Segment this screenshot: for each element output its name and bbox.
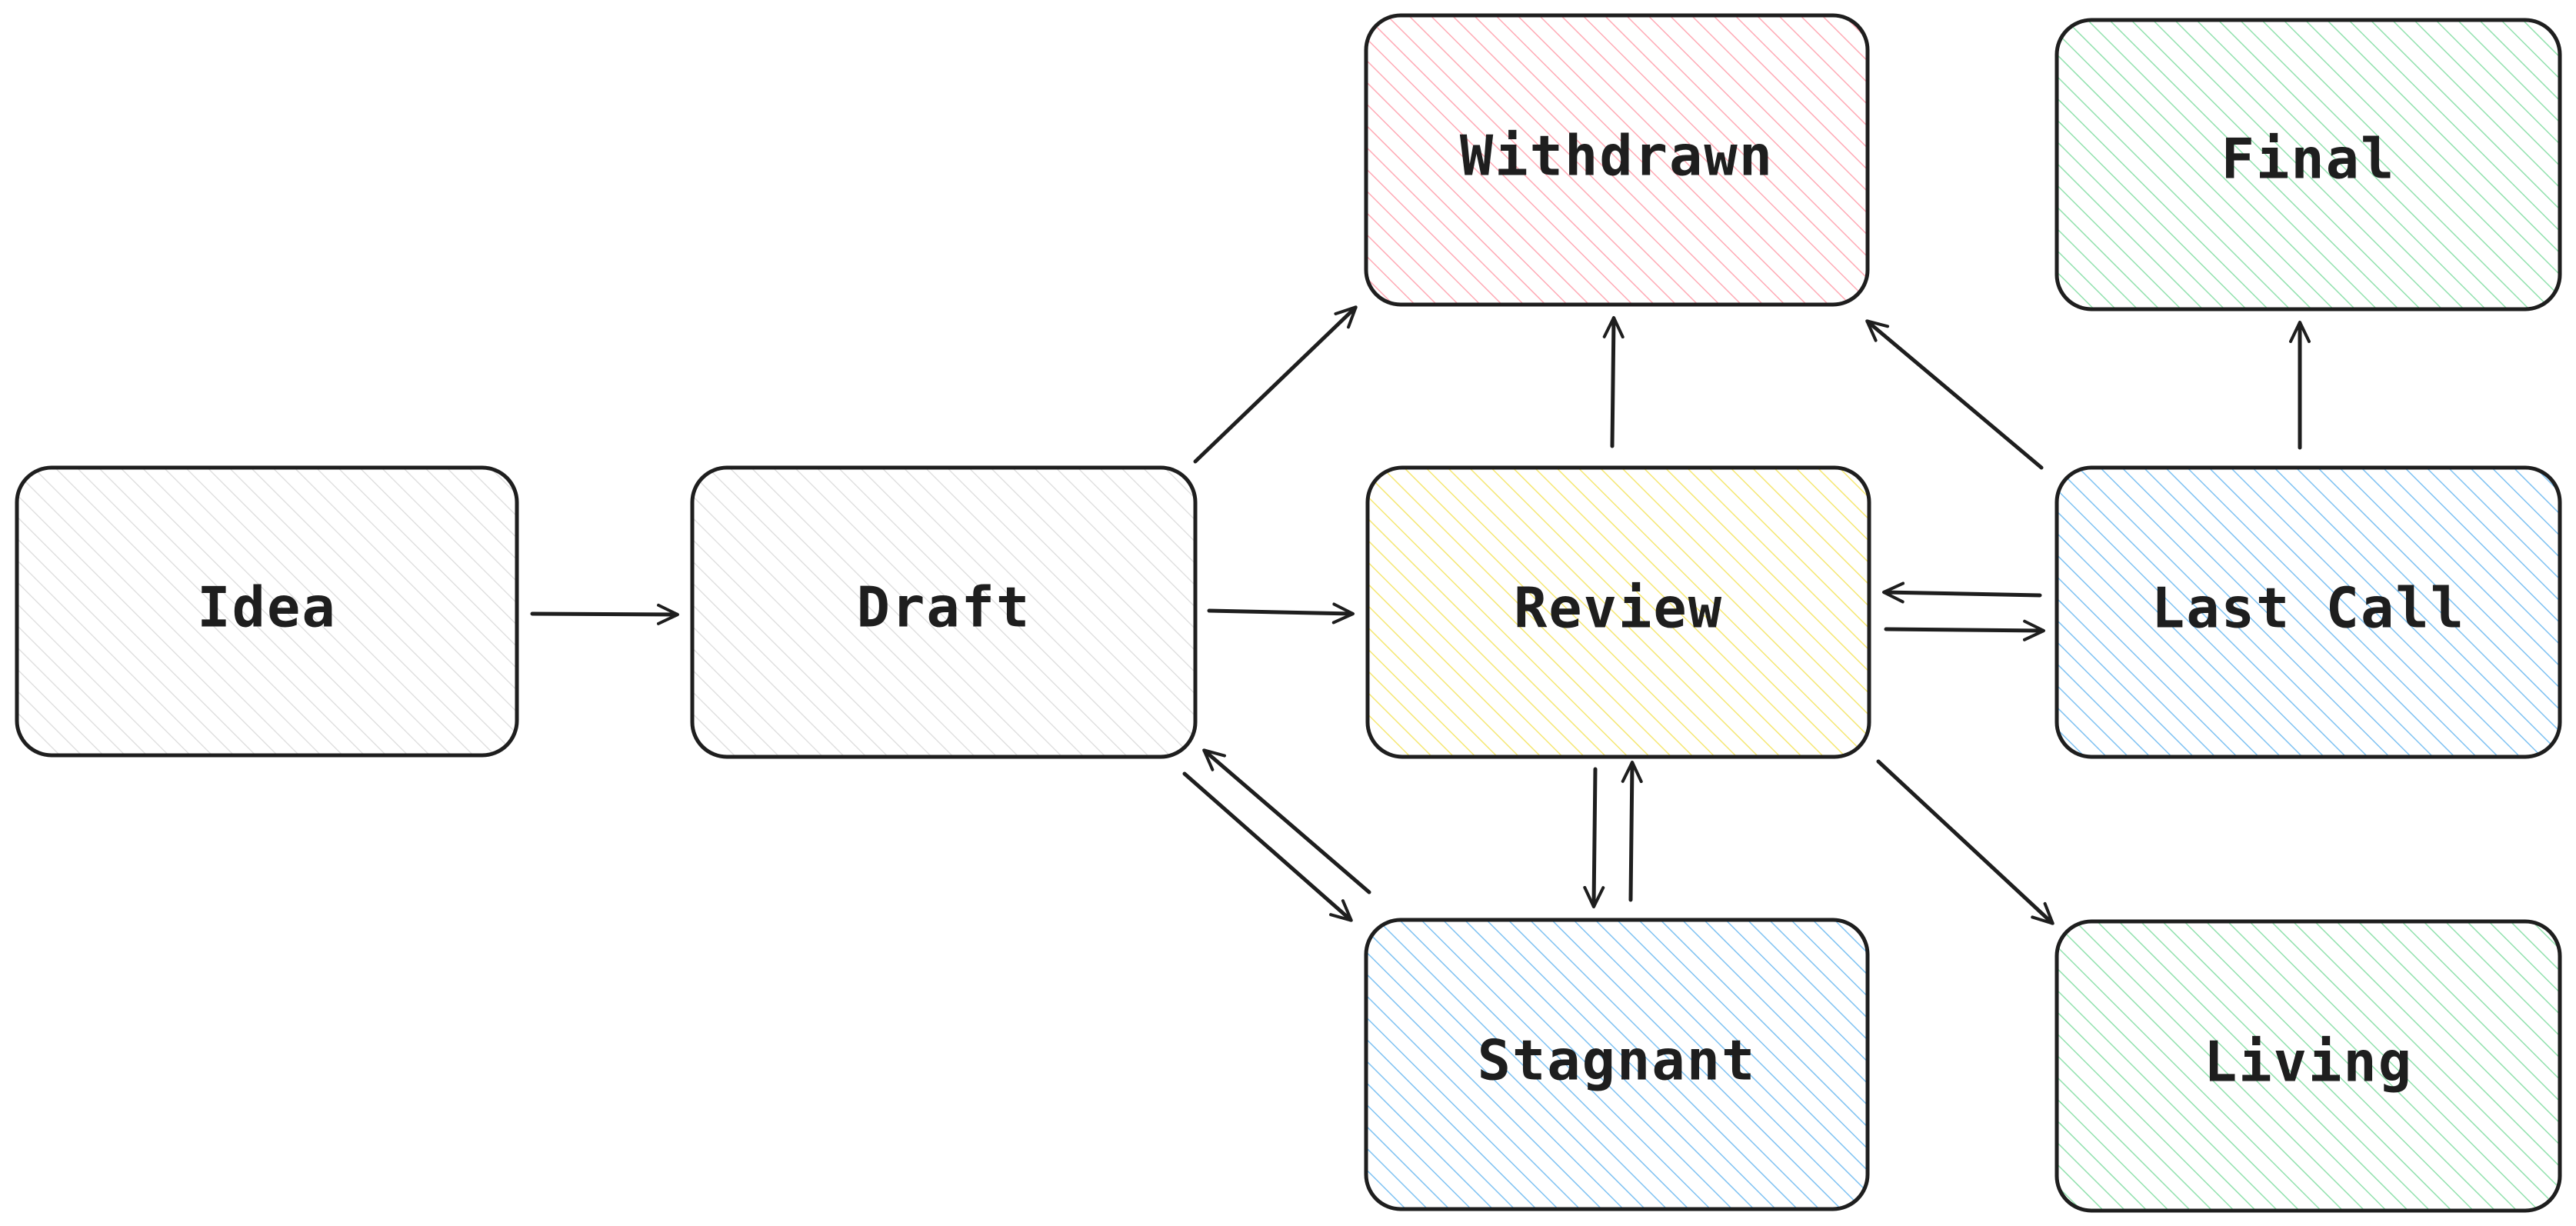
- edge-draft-to-review: [1207, 602, 1355, 625]
- node-living[interactable]: Living: [2054, 919, 2562, 1213]
- node-withdrawn-label: Withdrawn: [1460, 124, 1774, 188]
- edge-last-call-to-review: [1882, 581, 2042, 604]
- node-idea[interactable]: Idea: [15, 465, 519, 758]
- node-stagnant-label: Stagnant: [1478, 1028, 1757, 1093]
- edge-draft-to-stagnant: [1182, 771, 1353, 922]
- node-review[interactable]: Review: [1365, 465, 1871, 759]
- edge-review-to-living: [1876, 759, 2054, 925]
- node-final-label: Final: [2221, 127, 2396, 192]
- node-draft-label: Draft: [857, 575, 1031, 640]
- nodes-layer: Idea Draft Withdrawn Review Stagnant: [15, 13, 2562, 1213]
- edge-review-to-last-call: [1884, 619, 2045, 641]
- edge-idea-to-draft: [530, 603, 679, 625]
- node-idea-label: Idea: [197, 575, 336, 640]
- edge-review-to-withdrawn: [1602, 316, 1625, 448]
- node-withdrawn[interactable]: Withdrawn: [1364, 13, 1870, 307]
- edge-review-to-stagnant: [1583, 767, 1605, 908]
- node-review-label: Review: [1514, 576, 1723, 641]
- node-last-call[interactable]: Last Call: [2054, 465, 2562, 759]
- edge-last-call-to-withdrawn: [1865, 319, 2044, 470]
- edge-stagnant-to-draft: [1202, 748, 1371, 895]
- node-final[interactable]: Final: [2054, 18, 2562, 311]
- edge-draft-to-withdrawn: [1193, 305, 1358, 464]
- node-draft[interactable]: Draft: [690, 465, 1198, 759]
- edge-stagnant-to-review: [1621, 761, 1643, 902]
- node-last-call-label: Last Call: [2151, 576, 2465, 641]
- node-stagnant[interactable]: Stagnant: [1364, 918, 1870, 1211]
- edges-layer: [530, 305, 2311, 925]
- node-living-label: Living: [2204, 1030, 2413, 1094]
